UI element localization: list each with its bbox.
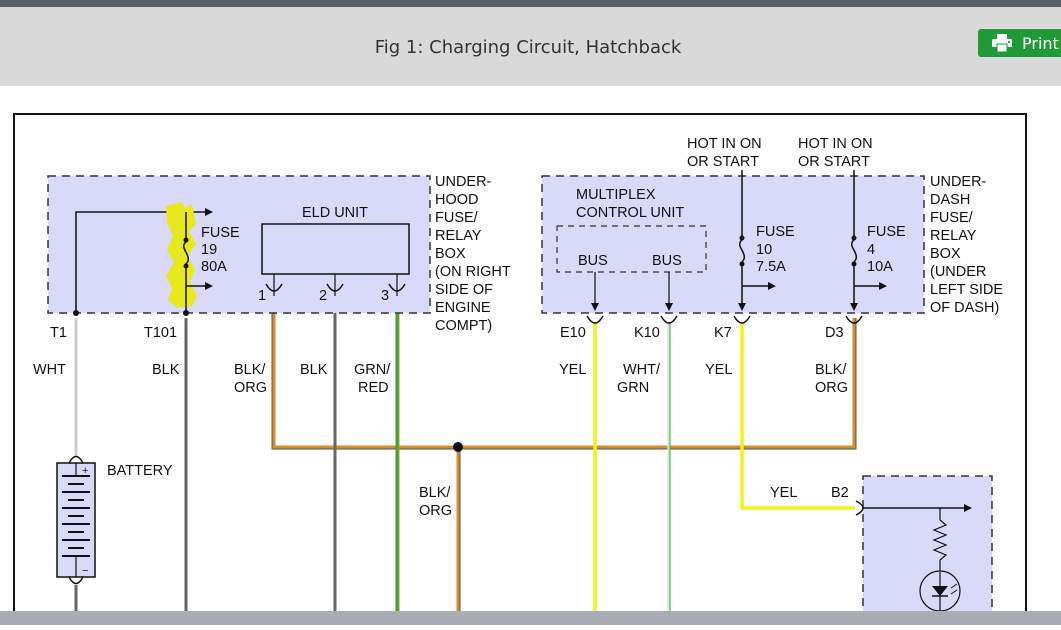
wire-label-pin2: BLK [300,362,328,378]
eld-pin-3: 3 [381,288,389,304]
underhood-label-line: UNDER- [435,174,492,190]
underdash-label-line: LEFT SIDE [930,282,1003,298]
wire-label-d3-line: BLK/ [815,362,847,378]
battery: + − [56,455,96,585]
underdash-box-label: UNDER- DASH FUSE/ RELAY BOX (UNDER LEFT … [930,174,1003,316]
top-bar [0,0,1061,7]
connector-k10 [660,315,678,324]
underhood-label-line: SIDE OF [435,282,493,298]
fuse-4-rating: 10A [867,259,893,275]
wire-label-d3-line: ORG [815,380,848,396]
print-button[interactable]: Print [978,29,1061,57]
underhood-label-line: COMPT) [435,318,492,334]
bottom-scrollbar[interactable] [0,611,1061,625]
wire-label-splice-line: BLK/ [419,485,451,501]
wire-label-b2: YEL [770,485,797,501]
eld-pin-1: 1 [258,288,266,304]
wire-label-t101: BLK [152,362,180,378]
wire-label-e10: YEL [559,362,586,378]
diagram-canvas: FUSE 19 80A ELD UNIT 1 2 3 UNDER- HOOD F… [13,113,1027,630]
underdash-label-line: FUSE/ [930,210,974,226]
hot-label-2-line: HOT IN ON [798,136,873,152]
connector-e10 [586,315,604,324]
led-icon [932,586,948,596]
terminal-k10: K10 [634,325,660,341]
terminal-k7: K7 [714,325,732,341]
underhood-label-line: HOOD [435,192,479,208]
b2-component [855,475,993,630]
underdash-label-line: DASH [930,192,970,208]
terminal-t1: T1 [50,325,67,341]
wire-splice-down [456,447,461,625]
multiplex-control-unit [556,225,707,273]
underhood-label-line: (ON RIGHT [435,264,511,280]
fuse-19-rating: 80A [201,259,227,275]
underhood-label-line: ENGINE [435,300,491,316]
terminal-d3: D3 [825,325,844,341]
wire-label-pin1-line: ORG [234,380,267,396]
bus-label-2: BUS [652,253,682,269]
connector-pin-1 [265,283,283,292]
figure-title: Fig 1: Charging Circuit, Hatchback [374,37,682,58]
wire-label-k10-line: GRN [617,380,649,396]
wire-pin3-grn-red [395,298,400,625]
figure-header: Fig 1: Charging Circuit, Hatchback Print [0,7,1061,86]
eld-pin-2: 2 [319,288,327,304]
wire-label-k7: YEL [705,362,732,378]
terminal-b2: B2 [831,485,849,501]
wire-pin1-blk-org [271,298,857,450]
underhood-box-label: UNDER- HOOD FUSE/ RELAY BOX (ON RIGHT SI… [435,174,511,334]
wire-label-t1: WHT [33,362,66,378]
battery-label: BATTERY [107,463,173,479]
fuse-19-highlight [166,202,197,308]
underdash-label-line: RELAY [930,228,977,244]
connector-pin-2 [326,283,344,292]
wire-label-splice-line: ORG [419,503,452,519]
underdash-label-line: OF DASH) [930,300,999,316]
print-button-label: Print [1022,33,1059,53]
fuse-19-number: 19 [201,242,217,258]
underhood-label-line: FUSE/ [435,210,479,226]
underdash-label-line: UNDER- [930,174,987,190]
connector-pin-3 [388,283,406,292]
fuse-4-label-line: FUSE [867,224,906,240]
resistor-icon [932,519,948,561]
hot-label-2-line: OR START [798,154,870,170]
battery-minus: − [82,565,88,577]
splice-point [453,442,463,452]
underhood-label-line: RELAY [435,228,482,244]
wire-k7-yel [740,322,855,510]
fuse-10-label-line: FUSE [756,224,795,240]
underdash-label-line: BOX [930,246,961,262]
underhood-label-line: BOX [435,246,466,262]
multiplex-label-line: CONTROL UNIT [576,205,684,221]
printer-icon [992,34,1012,52]
fuse-19-label-line: FUSE [201,225,240,241]
underhood-fuse-relay-box: FUSE 19 80A ELD UNIT 1 2 3 [47,175,431,316]
hot-label-1-line: OR START [687,154,759,170]
bus-label-1: BUS [578,253,608,269]
underdash-fuse-relay-box: MULTIPLEX CONTROL UNIT BUS BUS FUSE 10 7… [541,175,925,314]
terminal-t101: T101 [144,325,177,341]
eld-unit [261,223,410,275]
wire-label-pin3-line: RED [358,380,389,396]
fuse-10-number: 10 [756,242,772,258]
terminal-e10: E10 [560,325,586,341]
underdash-label-line: (UNDER [930,264,986,280]
wiring-diagram: FUSE 19 80A ELD UNIT 1 2 3 UNDER- HOOD F… [0,86,1061,630]
connector-k7 [733,315,751,324]
wire-label-k10-line: WHT/ [623,362,661,378]
fuse-10-rating: 7.5A [756,259,786,275]
hot-label-1-line: HOT IN ON [687,136,762,152]
wire-k10-wht-grn [667,322,671,625]
wire-label-pin1-line: BLK/ [234,362,266,378]
wire-label-pin3-line: GRN/ [354,362,391,378]
fuse-4-number: 4 [867,242,875,258]
multiplex-label-line: MULTIPLEX [576,187,656,203]
battery-plus: + [82,465,88,477]
connector-d3 [845,315,863,324]
wires [74,298,857,625]
eld-unit-label: ELD UNIT [302,205,368,221]
